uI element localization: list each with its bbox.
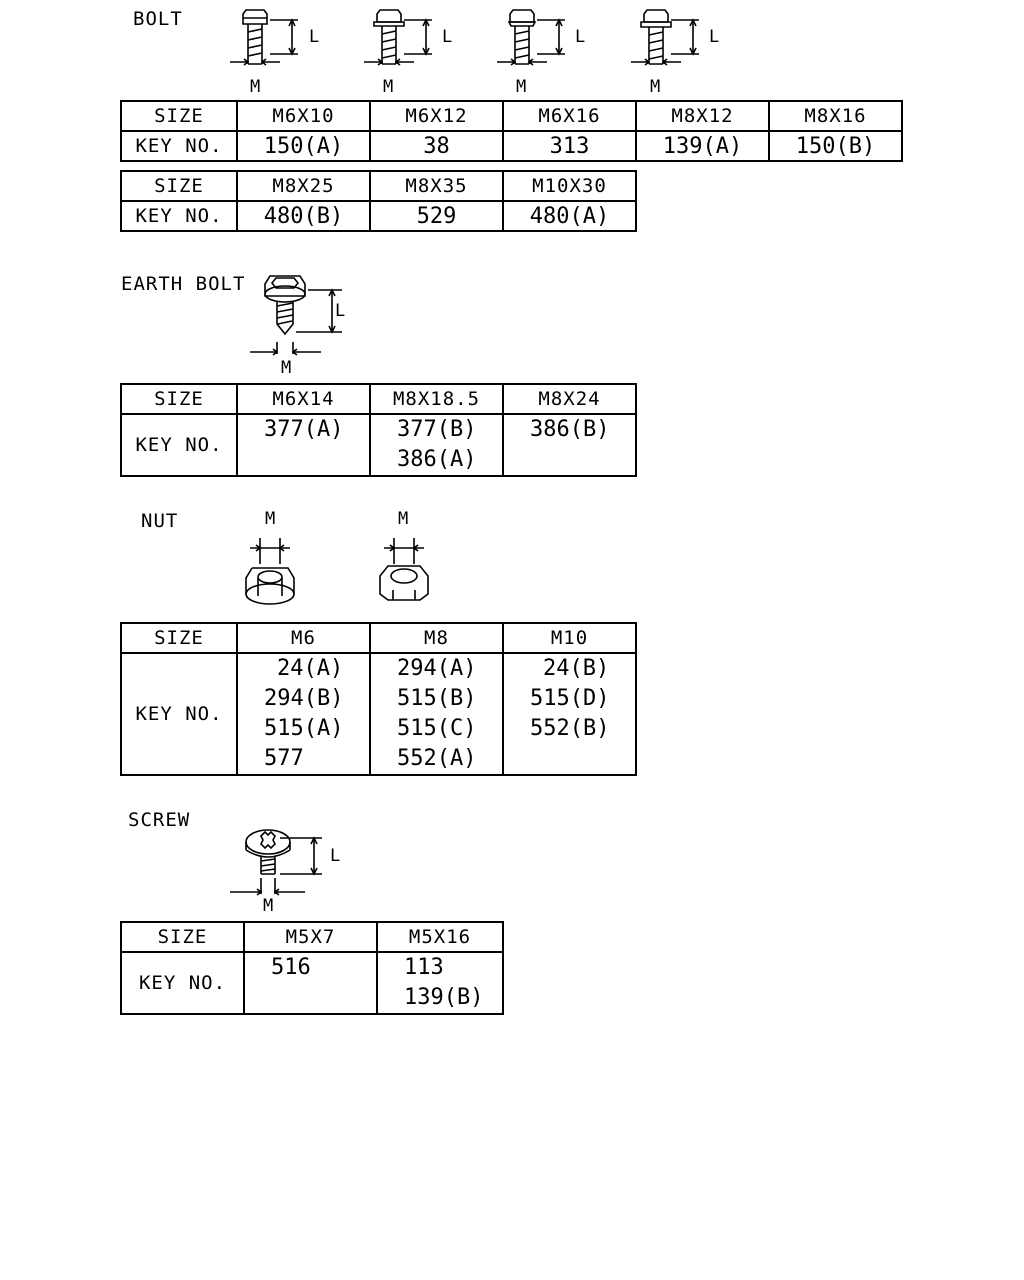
key-no-header: KEY NO.: [120, 951, 245, 1015]
key-no-cell: 313: [502, 130, 637, 162]
bolt2-m-label: M: [383, 77, 394, 97]
key-no-cell: 150(B): [768, 130, 903, 162]
screw-m-label: M: [263, 896, 274, 916]
key-no-cell: 24(A) 294(B) 515(A) 577: [236, 652, 371, 776]
bolt-title: BOLT: [133, 8, 183, 30]
bolt-collar-icon: [631, 9, 699, 66]
key-no-cell: 24(B) 515(D) 552(B): [502, 652, 637, 776]
size-cell: M8X25: [236, 170, 371, 202]
size-cell: M6X14: [236, 383, 371, 415]
bolt1-l-label: L: [309, 27, 320, 47]
key-no-value: 24(A): [277, 656, 344, 681]
key-no-header: KEY NO.: [120, 413, 238, 477]
key-no-cell: 386(B): [502, 413, 637, 477]
key-no-cell: 480(A): [502, 200, 637, 232]
bolt3-m-label: M: [516, 77, 527, 97]
size-header: SIZE: [120, 921, 245, 953]
key-no-value: 515(D): [530, 686, 610, 711]
key-no-value: 294(A): [397, 656, 477, 681]
bolt1-m-label: M: [250, 77, 261, 97]
key-no-cell: 377(B) 386(A): [369, 413, 504, 477]
key-no-value: 552(A): [397, 746, 477, 771]
key-no-value: 386(B): [530, 417, 610, 442]
key-no-header: KEY NO.: [120, 652, 238, 776]
size-cell: M6: [236, 622, 371, 654]
size-cell: M5X7: [243, 921, 378, 953]
key-no-value: 516: [271, 955, 311, 980]
size-cell: M8X16: [768, 100, 903, 132]
size-header: SIZE: [120, 622, 238, 654]
key-no-cell: 529: [369, 200, 504, 232]
earth-bolt-icon: [250, 275, 342, 356]
size-header: SIZE: [120, 100, 238, 132]
hex-nut-icon: [379, 538, 429, 601]
size-cell: M8X18.5: [369, 383, 504, 415]
bolt-flange-icon: [364, 9, 432, 66]
bolt4-l-label: L: [709, 27, 720, 47]
key-no-cell: 113 139(B): [376, 951, 504, 1015]
nut-table: SIZE M6 M8 M10 KEY NO. 24(A) 294(B) 515(…: [120, 622, 637, 776]
screw-l-label: L: [330, 846, 341, 866]
bolt-hex-icon: [230, 9, 298, 66]
torx-screw-icon: [230, 829, 322, 896]
screw-table: SIZE M5X7 M5X16 KEY NO. 516 113 139(B): [120, 921, 504, 1015]
bolt-washer-icon: [497, 9, 565, 66]
key-no-value: 515(A): [264, 716, 344, 741]
key-no-value: 377(B): [397, 417, 477, 442]
flange-nut-icon: [245, 538, 295, 605]
bolt2-l-label: L: [442, 27, 453, 47]
size-cell: M6X12: [369, 100, 504, 132]
key-no-header: KEY NO.: [120, 200, 238, 232]
key-no-value: 377(A): [264, 417, 344, 442]
key-no-cell: 150(A): [236, 130, 371, 162]
bolt-table-1: SIZE M6X10 M6X12 M6X16 M8X12 M8X16 KEY N…: [120, 100, 903, 162]
size-cell: M5X16: [376, 921, 504, 953]
bolt3-l-label: L: [575, 27, 586, 47]
key-no-value: 577: [264, 746, 304, 771]
key-no-cell: 516: [243, 951, 378, 1015]
nut2-m-label: M: [398, 509, 409, 529]
key-no-value: 515(C): [397, 716, 477, 741]
key-no-cell: 38: [369, 130, 504, 162]
key-no-cell: 139(A): [635, 130, 770, 162]
earth-bolt-m-label: M: [281, 358, 292, 378]
key-no-value: 552(B): [530, 716, 610, 741]
key-no-value: 24(B): [543, 656, 610, 681]
earth-bolt-title: EARTH BOLT: [121, 273, 246, 295]
key-no-value: 139(B): [404, 985, 484, 1010]
size-cell: M8: [369, 622, 504, 654]
key-no-cell: 480(B): [236, 200, 371, 232]
size-cell: M10: [502, 622, 637, 654]
key-no-header: KEY NO.: [120, 130, 238, 162]
key-no-cell: 377(A): [236, 413, 371, 477]
nut1-m-label: M: [265, 509, 276, 529]
size-cell: M8X35: [369, 170, 504, 202]
size-cell: M8X24: [502, 383, 637, 415]
key-no-value: 515(B): [397, 686, 477, 711]
size-header: SIZE: [120, 170, 238, 202]
size-cell: M8X12: [635, 100, 770, 132]
bolt4-m-label: M: [650, 77, 661, 97]
nut-title: NUT: [141, 510, 179, 532]
size-cell: M6X10: [236, 100, 371, 132]
size-header: SIZE: [120, 383, 238, 415]
bolt-table-2: SIZE M8X25 M8X35 M10X30 KEY NO. 480(B) 5…: [120, 170, 637, 232]
key-no-value: 294(B): [264, 686, 344, 711]
earth-bolt-table: SIZE M6X14 M8X18.5 M8X24 KEY NO. 377(A) …: [120, 383, 637, 477]
screw-title: SCREW: [128, 809, 191, 831]
key-no-value: 113: [404, 955, 444, 980]
key-no-cell: 294(A) 515(B) 515(C) 552(A): [369, 652, 504, 776]
size-cell: M6X16: [502, 100, 637, 132]
key-no-value: 386(A): [397, 447, 477, 472]
size-cell: M10X30: [502, 170, 637, 202]
earth-bolt-l-label: L: [335, 301, 346, 321]
